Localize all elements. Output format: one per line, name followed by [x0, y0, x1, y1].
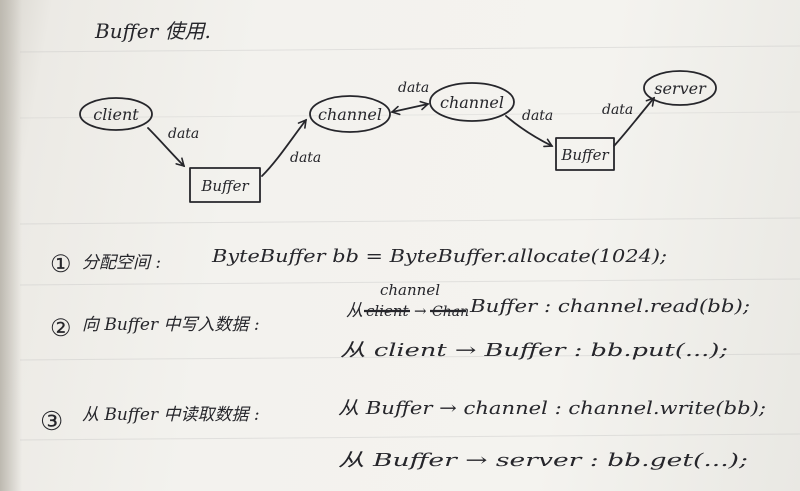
channel-node-right	[429, 82, 515, 122]
arrow-channel-bidirectional	[390, 100, 430, 116]
page-title: Buffer 使用.	[94, 19, 211, 43]
step-2-correction: channel	[380, 281, 440, 299]
client-node	[79, 97, 153, 131]
arrow-buffer-to-channel	[261, 118, 307, 177]
step-1-code: ByteBuffer bb = ByteBuffer.allocate(1024…	[211, 246, 667, 267]
client-label: client	[93, 105, 139, 124]
arrow-buffer-to-server	[613, 96, 656, 147]
step-3-marker: ③	[40, 407, 63, 437]
edge-label-4: data	[522, 108, 553, 124]
step-1-marker: ①	[50, 250, 72, 278]
buffer-node-right	[555, 137, 615, 171]
step-2-heading: 向 Buffer 中写入数据 :	[82, 315, 260, 335]
step-3: ③ 从 Buffer 中读取数据 : 从 Buffer → channel : …	[40, 398, 766, 471]
edge-label-1: data	[168, 126, 199, 142]
step-1: ① 分配空间 : ByteBuffer bb = ByteBuffer.allo…	[50, 246, 667, 278]
step-2-marker: ②	[50, 314, 72, 342]
page-edge-shadow	[0, 0, 22, 491]
step-2-struck-arrow: →	[414, 302, 427, 320]
buffer-flow-diagram: client data Buffer data channel data cha…	[79, 70, 717, 203]
step-2-line-1-text: Buffer : channel.read(bb);	[469, 296, 750, 317]
channel-left-label: channel	[318, 105, 382, 124]
step-3-line-2-text: 从 Buffer → server : bb.get(...);	[338, 450, 748, 471]
step-3-line-1-text: 从 Buffer → channel : channel.write(bb);	[338, 398, 766, 419]
buffer-node-left	[189, 167, 261, 203]
buffer-right-label: Buffer	[560, 146, 609, 164]
step-3-heading: 从 Buffer 中读取数据 :	[82, 405, 260, 425]
arrow-client-to-buffer	[147, 127, 186, 168]
edge-label-5: data	[602, 102, 633, 118]
arrow-channel-to-buffer	[505, 115, 554, 148]
step-1-heading: 分配空间 :	[82, 253, 161, 273]
edge-label-2: data	[290, 150, 321, 166]
buffer-left-label: Buffer	[200, 177, 249, 195]
server-label: server	[654, 79, 707, 98]
step-2: ② 向 Buffer 中写入数据 : 从 channel client → Ch…	[50, 281, 750, 361]
channel-right-label: channel	[440, 93, 504, 112]
step-2-line-2-text: 从 client → Buffer : bb.put(...);	[340, 340, 728, 361]
channel-node-left	[309, 95, 391, 133]
edge-label-3: data	[398, 80, 429, 96]
step-2-line-1-prefix: 从	[346, 301, 363, 321]
server-node	[643, 70, 717, 106]
